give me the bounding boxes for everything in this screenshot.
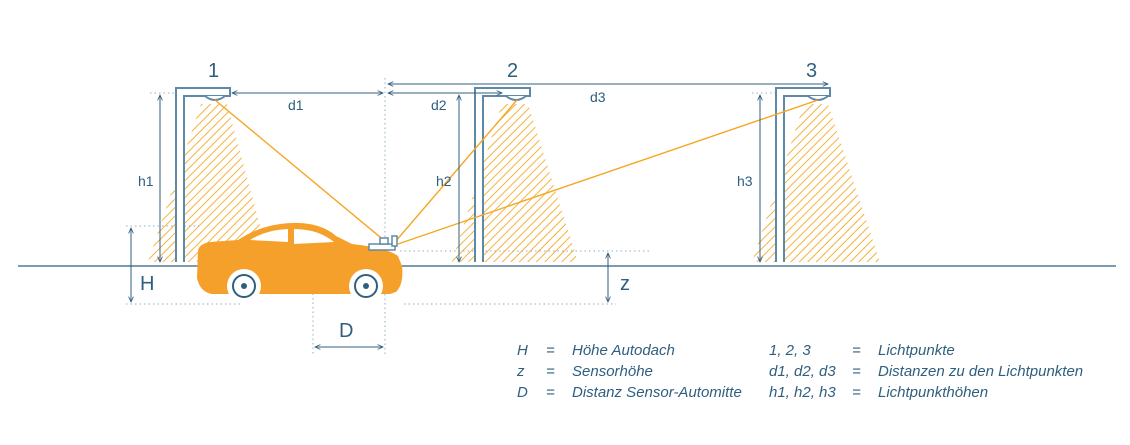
legend-meaning: Lichtpunkthöhen [878,384,988,401]
legend-equals: = [546,342,555,359]
h1-label: h1 [138,173,154,189]
car [197,222,403,303]
light-cone-2 [452,104,578,262]
helper-lines [126,78,776,356]
lamp-number-2: 2 [507,60,518,82]
pole-2 [474,87,531,262]
legend-symbol: H [517,342,528,359]
H-label: H [140,273,154,295]
legend-meaning: Lichtpunkte [878,342,955,359]
D-label: D [339,320,353,342]
legend-symbol: h1, h2, h3 [769,384,836,401]
z-label: z [620,273,630,295]
legend-symbol: z [516,363,525,380]
sensor-beams [214,99,819,245]
h2-label: h2 [436,173,452,189]
light-cone-3 [752,104,880,262]
legend-equals: = [852,384,861,401]
lamp-number-1: 1 [208,60,219,82]
legend-symbol: 1, 2, 3 [769,342,811,359]
legend-meaning: Distanz Sensor-Automitte [572,384,742,401]
d2-label: d2 [431,97,447,113]
legend-symbol: d1, d2, d3 [769,363,836,380]
pole-3 [775,87,831,262]
h3-label: h3 [737,173,753,189]
sensor [368,235,398,251]
legend-equals: = [546,363,555,380]
legend-meaning: Sensorhöhe [572,363,653,380]
legend-equals: = [852,363,861,380]
legend-symbol: D [517,384,528,401]
d1-label: d1 [288,97,304,113]
d3-label: d3 [590,89,606,105]
lamp-number-3: 3 [806,60,817,82]
legend-equals: = [852,342,861,359]
legend-meaning: Höhe Autodach [572,342,675,359]
legend: H = Höhe Autodach 1, 2, 3 = Lichtpunkte … [516,342,1083,401]
legend-equals: = [546,384,555,401]
legend-meaning: Distanzen zu den Lichtpunkten [878,363,1083,380]
